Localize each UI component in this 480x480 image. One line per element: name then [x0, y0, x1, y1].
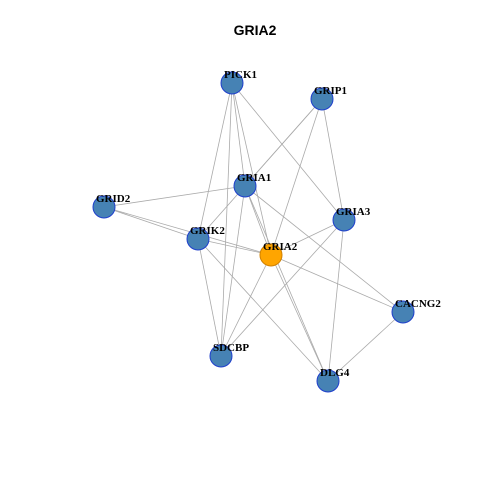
- edge-grik2-sdcbp: [197, 238, 222, 357]
- edge-grip1-grik2: [197, 98, 323, 240]
- edge-grid2-gria2: [103, 206, 272, 256]
- edge-gria1-sdcbp: [220, 185, 246, 357]
- edge-gria2-dlg4: [270, 254, 329, 382]
- node-gria2: GRIA2: [259, 241, 298, 267]
- node-label: GRIA3: [336, 206, 371, 218]
- node-circle: [186, 227, 210, 251]
- node-label: GRIK2: [190, 225, 225, 237]
- nodes-layer: PICK1GRIP1GRIA1GRID2GRIA3GRIK2GRIA2CACNG…: [92, 69, 441, 393]
- edge-pick1-sdcbp: [220, 82, 233, 357]
- edge-grip1-gria2: [270, 98, 323, 256]
- node-circle: [310, 87, 334, 111]
- node-grid2: GRID2: [92, 193, 131, 219]
- node-gria1: GRIA1: [233, 172, 271, 198]
- node-label: PICK1: [224, 69, 257, 81]
- edge-pick1-gria3: [231, 82, 345, 221]
- edge-grip1-gria3: [321, 98, 345, 221]
- edge-pick1-gria2: [231, 82, 272, 256]
- edge-gria1-cacng2: [244, 185, 404, 313]
- node-grik2: GRIK2: [186, 225, 225, 251]
- node-circle: [92, 195, 116, 219]
- node-circle: [209, 344, 233, 368]
- edge-pick1-gria1: [231, 82, 246, 187]
- node-circle: [259, 243, 283, 267]
- edge-grik2-gria2: [197, 238, 272, 256]
- node-gria3: GRIA3: [332, 206, 371, 232]
- edge-grid2-gria1: [103, 185, 246, 208]
- node-circle: [233, 174, 257, 198]
- node-label: GRIA2: [263, 241, 298, 253]
- edges-layer: [103, 82, 404, 382]
- graph-title: GRIA2: [234, 22, 277, 38]
- edge-pick1-grik2: [197, 82, 233, 240]
- node-dlg4: DLG4: [316, 367, 350, 393]
- node-circle: [220, 71, 244, 95]
- node-circle: [391, 300, 415, 324]
- edge-gria2-cacng2: [270, 254, 404, 313]
- node-sdcbp: SDCBP: [209, 342, 249, 368]
- edge-gria3-gria2: [270, 219, 345, 256]
- edge-cacng2-dlg4: [327, 311, 404, 382]
- node-label: SDCBP: [213, 342, 249, 354]
- node-label: GRIP1: [314, 85, 347, 97]
- node-label: GRIA1: [237, 172, 271, 184]
- node-label: DLG4: [320, 367, 350, 379]
- edge-gria2-sdcbp: [220, 254, 272, 357]
- edge-gria1-gria2: [244, 185, 272, 256]
- edge-gria3-dlg4: [327, 219, 345, 382]
- edge-gria3-sdcbp: [220, 219, 345, 357]
- node-circle: [332, 208, 356, 232]
- node-cacng2: CACNG2: [391, 298, 441, 324]
- edge-grid2-grik2: [103, 206, 199, 240]
- node-label: CACNG2: [395, 298, 441, 310]
- node-pick1: PICK1: [220, 69, 257, 95]
- node-label: GRID2: [96, 193, 131, 205]
- node-circle: [316, 369, 340, 393]
- node-grip1: GRIP1: [310, 85, 347, 111]
